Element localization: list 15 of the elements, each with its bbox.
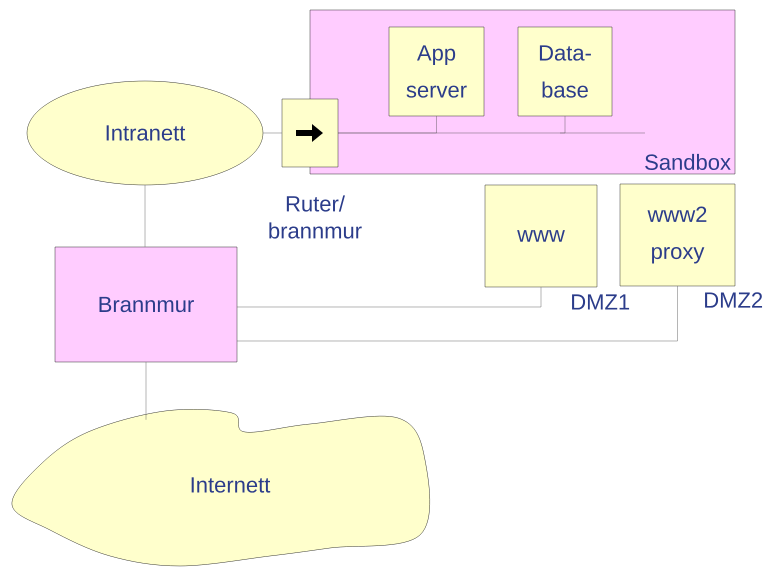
connector-line (144, 185, 146, 247)
router-box (282, 98, 338, 168)
connector-line (338, 116, 566, 134)
router-caption: Ruter/ brannmur (269, 195, 362, 239)
server-box: Data- base (518, 26, 612, 116)
node-caption: DMZ2 (705, 292, 762, 308)
server-box: App server (388, 26, 484, 116)
server-box: www (484, 184, 598, 288)
node-caption: DMZ1 (572, 294, 630, 310)
connector-line (236, 287, 542, 308)
firewall-box: Brannmur (54, 246, 238, 362)
server-box: www2 proxy (620, 184, 736, 286)
network-cloud: Internett (12, 409, 430, 566)
connector-line (236, 286, 678, 342)
connector-line (263, 132, 282, 134)
